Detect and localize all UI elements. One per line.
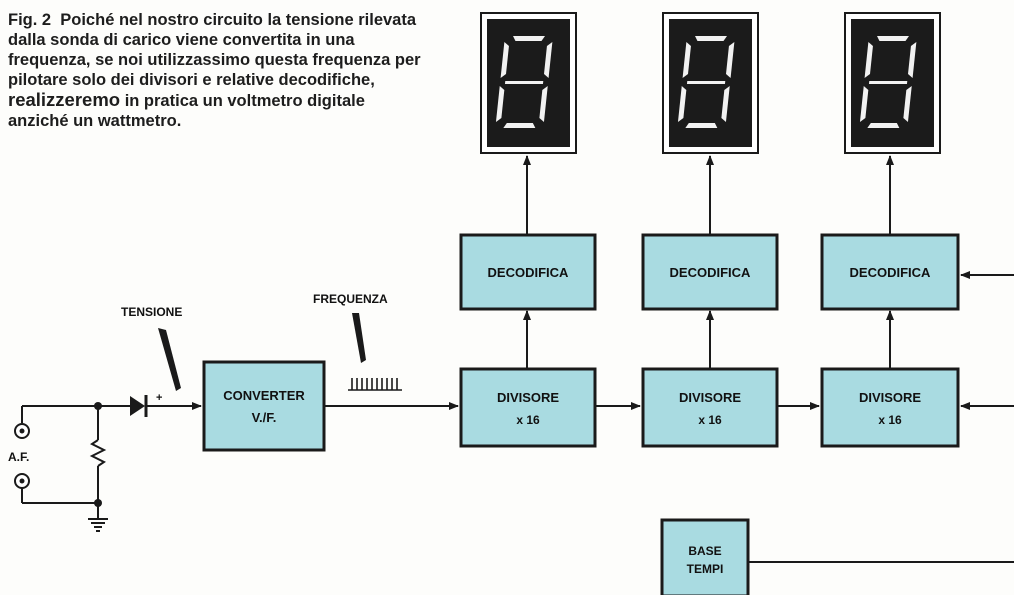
decoder-block-2: DECODIFICA <box>641 233 779 311</box>
base-tempi-label-2: TEMPI <box>687 562 724 576</box>
divider-block-3: DIVISORE x 16 <box>820 367 960 448</box>
divider-label: DIVISORE <box>497 390 559 405</box>
divider-block-2: DIVISORE x 16 <box>641 367 779 448</box>
divider-block-1: DIVISORE x 16 <box>459 367 597 448</box>
diode-polarity: + <box>156 392 162 404</box>
base-tempi-block: BASE TEMPI <box>660 518 750 595</box>
divider-ratio: x 16 <box>698 413 722 427</box>
base-tempi-label-1: BASE <box>688 544 721 558</box>
decoder-block-1: DECODIFICA <box>459 233 597 311</box>
divider-ratio: x 16 <box>516 413 540 427</box>
input-stage <box>14 395 202 532</box>
divider-ratio: x 16 <box>878 413 902 427</box>
figure-caption: Fig. 2 Poiché nel nostro circuito la ten… <box>8 10 428 131</box>
converter-label: CONVERTER <box>223 388 305 403</box>
signal-path <box>324 271 1014 563</box>
display-1 <box>480 12 577 154</box>
af-label: A.F. <box>8 450 29 464</box>
frequenza-label: FREQUENZA <box>313 292 388 306</box>
tensione-pointer <box>158 328 181 391</box>
decoder-label: DECODIFICA <box>488 265 570 280</box>
pulse-train-icon <box>348 378 402 391</box>
display-3 <box>844 12 941 154</box>
caption-text: Poiché nel nostro circuito la tensione r… <box>8 11 421 89</box>
caption-text-end: in pratica un voltmetro digitale anziché… <box>8 92 365 130</box>
converter-ratio: V./F. <box>252 410 277 425</box>
tensione-label: TENSIONE <box>121 305 182 319</box>
display-2 <box>662 12 759 154</box>
frequenza-pointer <box>352 313 366 363</box>
converter-block: CONVERTER V./F. <box>202 360 326 452</box>
decoder-label: DECODIFICA <box>850 265 932 280</box>
decoder-block-3: DECODIFICA <box>820 233 960 311</box>
divider-label: DIVISORE <box>679 390 741 405</box>
divider-label: DIVISORE <box>859 390 921 405</box>
figure-number: Fig. 2 <box>8 11 52 29</box>
caption-emphasis: realizzeremo <box>8 89 121 110</box>
decoder-label: DECODIFICA <box>670 265 752 280</box>
